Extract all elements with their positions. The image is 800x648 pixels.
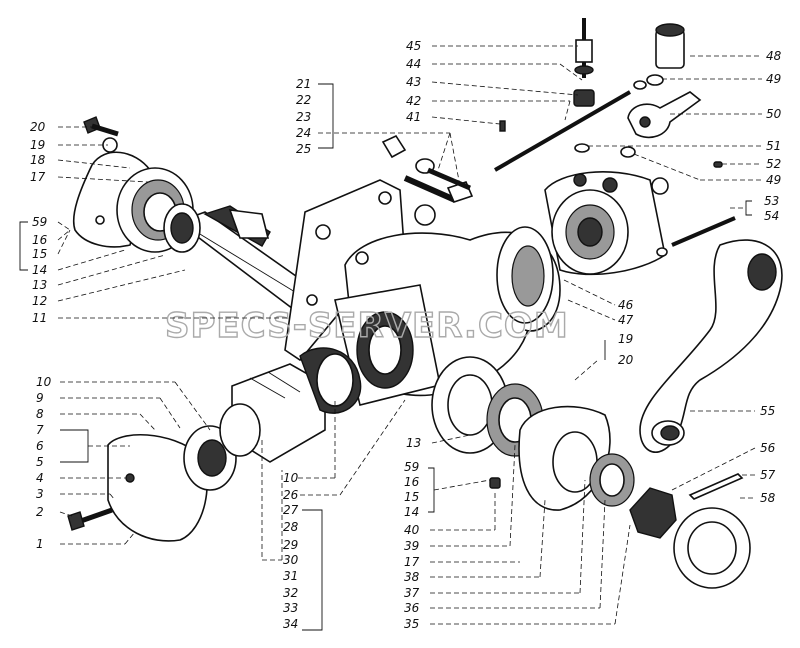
callout-label: 28 — [283, 520, 299, 534]
callout-label: 10 — [36, 375, 52, 389]
callout-label: 19 — [618, 332, 633, 346]
callout-label: 53 — [764, 194, 779, 208]
callout-label: 42 — [406, 94, 421, 108]
callout-label: 15 — [32, 247, 47, 261]
callout-label: 38 — [404, 570, 420, 584]
callout-label: 25 — [296, 142, 311, 156]
callout-label: 21 — [296, 77, 311, 91]
callout-label: 58 — [760, 491, 776, 505]
callout-label: 31 — [283, 569, 298, 583]
callout-label: 56 — [760, 441, 776, 455]
callout-label: 20 — [30, 120, 46, 134]
callout-label: 3 — [36, 487, 44, 501]
lower-left-cover-part — [67, 403, 261, 542]
left-cover-part — [72, 137, 201, 253]
right-flange-part — [544, 171, 736, 276]
callout-label: 14 — [404, 505, 419, 519]
callout-label: 16 — [404, 475, 420, 489]
callout-label: 57 — [760, 468, 776, 482]
callout-label: 59 — [32, 215, 47, 229]
callout-label: 11 — [32, 311, 47, 325]
leader-lines — [19, 45, 762, 631]
callout-label: 55 — [760, 404, 775, 418]
callout-label: 26 — [283, 488, 299, 502]
callout-label: 8 — [36, 407, 44, 421]
callout-label: 45 — [406, 39, 421, 53]
callout-label: 50 — [766, 107, 782, 121]
callout-label: 54 — [764, 209, 779, 223]
callout-label: 40 — [404, 523, 420, 537]
callout-label: 43 — [406, 75, 421, 89]
callout-label: 33 — [283, 601, 298, 615]
pitman-arm-part — [639, 239, 783, 453]
callout-label: 13 — [32, 278, 47, 292]
callout-label: 1 — [36, 537, 44, 551]
callout-label: 30 — [283, 553, 299, 567]
callout-label: 27 — [283, 503, 299, 517]
callout-label: 49 — [766, 72, 781, 86]
callout-label: 37 — [404, 586, 420, 600]
callout-label: 19 — [30, 138, 45, 152]
callout-label: 6 — [36, 439, 44, 453]
lower-bearing-stack — [431, 356, 635, 511]
callout-label: 15 — [404, 490, 419, 504]
part-illustrations: SPECS-SERVER.COM — [67, 18, 783, 589]
callout-label: 41 — [406, 110, 421, 124]
callout-label: 18 — [30, 153, 46, 167]
callout-label: 47 — [618, 313, 634, 327]
watermark-text: SPECS-SERVER.COM — [165, 306, 569, 346]
callout-label: 14 — [32, 263, 47, 277]
callout-label: 59 — [404, 460, 419, 474]
callout-label: 35 — [404, 617, 419, 631]
callout-label: 36 — [404, 601, 420, 615]
callout-label: 29 — [283, 538, 298, 552]
callout-label: 22 — [296, 93, 311, 107]
callout-label: 52 — [766, 157, 781, 171]
callout-label: 17 — [30, 170, 46, 184]
callout-label: 10 — [283, 471, 299, 485]
small-right-parts — [629, 473, 751, 589]
callout-label: 4 — [36, 471, 44, 485]
callout-label: 13 — [406, 436, 421, 450]
callout-label: 12 — [32, 294, 47, 308]
callout-label: 51 — [766, 139, 781, 153]
callout-label: 2 — [36, 505, 44, 519]
valve-parts — [493, 18, 723, 172]
main-housing-part — [284, 179, 561, 406]
callout-label: 7 — [36, 423, 44, 437]
callout-label: 20 — [618, 353, 634, 367]
callout-label: 17 — [404, 555, 420, 569]
callout-label: 9 — [36, 391, 44, 405]
callout-label: 49 — [766, 173, 781, 187]
callout-label: 23 — [296, 110, 311, 124]
callout-labels: 20 19 18 17 59 16 15 14 13 12 11 21 22 2… — [30, 39, 782, 631]
callout-label: 24 — [296, 126, 311, 140]
callout-label: 16 — [32, 233, 48, 247]
callout-label: 48 — [766, 49, 782, 63]
callout-label: 32 — [283, 586, 298, 600]
bolts-24-25-part — [381, 120, 506, 203]
callout-label: 39 — [404, 539, 419, 553]
callout-label: 44 — [406, 57, 421, 71]
callout-label: 5 — [36, 455, 44, 469]
callout-label: 46 — [618, 298, 634, 312]
callout-label: 34 — [283, 617, 298, 631]
bolt-20-part — [83, 116, 119, 137]
